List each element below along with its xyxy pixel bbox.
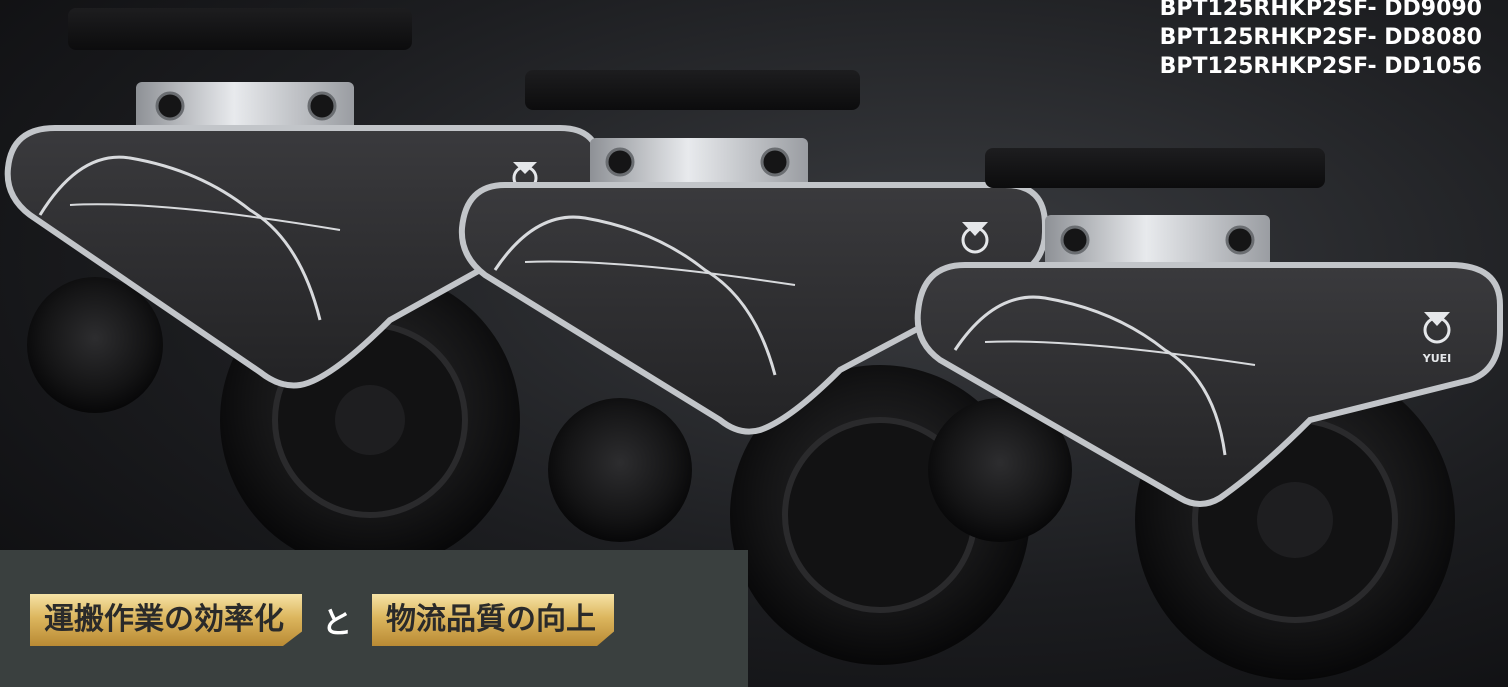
- tagline-connector: と: [322, 606, 352, 641]
- caster-1-small-wheel: [27, 277, 163, 413]
- caster-1: [4, 8, 603, 570]
- brand-wordmark: YUEI: [1422, 352, 1452, 365]
- tagline-efficiency-label: 運搬作業の効率化: [30, 594, 302, 646]
- caster-1-bolt-icon: [307, 91, 337, 121]
- model-number: BPT125RHKP2SF- DD1056: [1159, 54, 1482, 79]
- model-number-list: BPT125RHKP2SF- DD9090 BPT125RHKP2SF- DD8…: [1160, 0, 1482, 81]
- caster-3: YUEI: [914, 148, 1503, 680]
- caster-3-bracket: [1045, 215, 1270, 267]
- model-number: BPT125RHKP2SF- DD8080: [1159, 25, 1482, 50]
- caster-2-swoosh: [493, 215, 777, 376]
- caster-3-swoosh-line: [984, 340, 1256, 366]
- model-number: BPT125RHKP2SF- DD9090: [1159, 0, 1482, 21]
- caster-2-bolt-icon: [605, 147, 635, 177]
- caster-2-small-wheel: [548, 398, 692, 542]
- caster-3-bolt-icon: [1225, 225, 1255, 255]
- caster-2-brand-logo-icon: [961, 222, 989, 254]
- caster-1-bracket: [136, 82, 354, 134]
- caster-2-bolt-icon: [760, 147, 790, 177]
- caster-2-swoosh-line: [524, 260, 796, 286]
- caster-1-swoosh: [38, 155, 322, 321]
- caster-2-bracket: [590, 138, 808, 188]
- caster-3-bolt-icon: [1060, 225, 1090, 255]
- caster-3-axle: [1257, 482, 1333, 558]
- caster-1-bolt-icon: [155, 91, 185, 121]
- caster-3-top-plate: [985, 148, 1325, 188]
- caster-1-axle: [335, 385, 405, 455]
- caster-2-top-plate: [525, 70, 860, 110]
- caster-3-brand-logo-icon: [1423, 312, 1451, 344]
- tagline: 運搬作業の効率化 と 物流品質の向上: [30, 594, 614, 646]
- caster-1-swoosh-line: [69, 203, 341, 231]
- caster-3-casing: [914, 262, 1503, 507]
- tagline-quality-label: 物流品質の向上: [372, 594, 614, 646]
- caster-3-swoosh: [953, 295, 1227, 456]
- caster-3-small-wheel: [928, 398, 1072, 542]
- caster-1-top-plate: [68, 8, 412, 50]
